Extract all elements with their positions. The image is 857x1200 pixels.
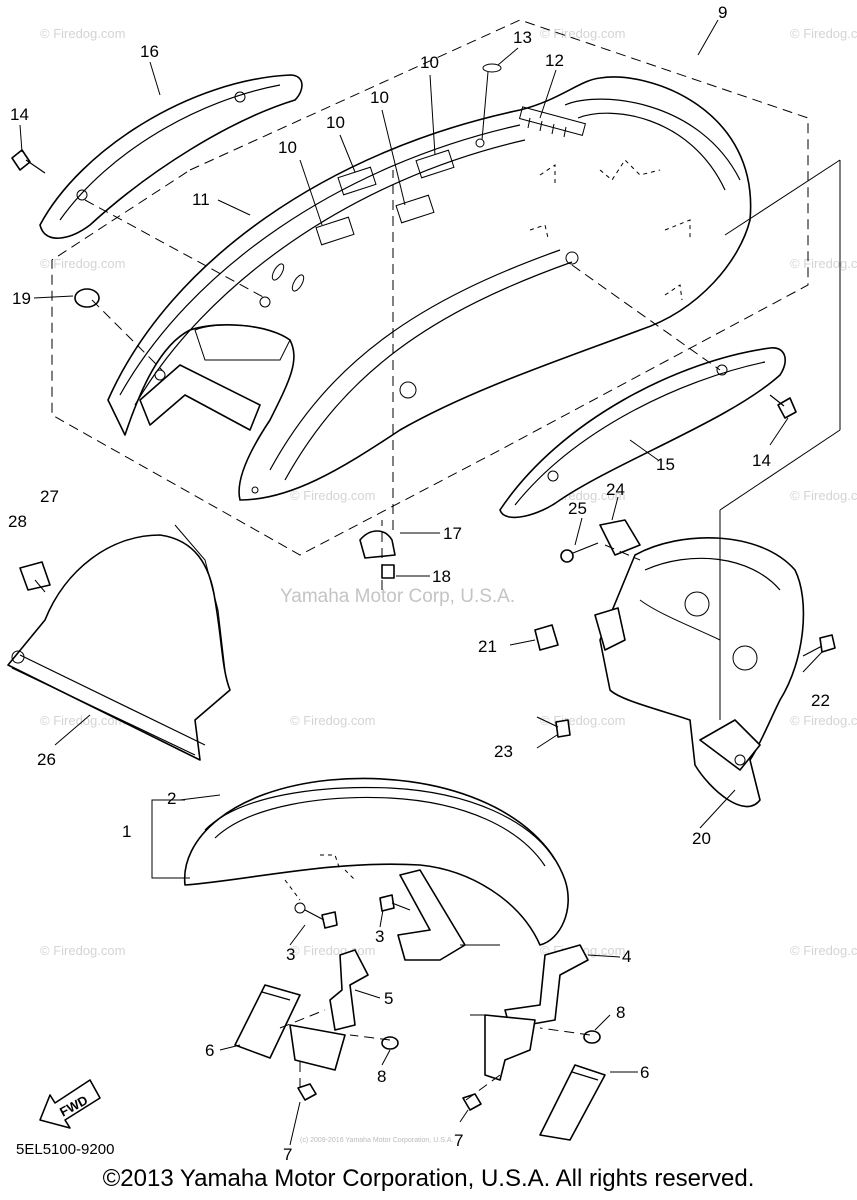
callout-16: 16 [140, 42, 159, 61]
watermark: © Firedog.com [290, 488, 375, 503]
callout-2: 2 [167, 789, 176, 808]
callout-6-left: 6 [205, 1041, 214, 1060]
callout-14-left: 14 [10, 105, 29, 124]
watermark: © Firedog.com [790, 256, 857, 271]
fender-stays [289, 869, 589, 1081]
callout-22: 22 [811, 691, 830, 710]
rear-side-rail-right [499, 347, 786, 519]
callout-9: 9 [718, 3, 727, 22]
callout-18: 18 [432, 567, 451, 586]
watermark: © Firedog.com [540, 713, 625, 728]
callout-10-c: 10 [326, 113, 345, 132]
callout-1: 1 [122, 822, 131, 841]
watermark: © Firedog.com [290, 943, 375, 958]
callout-10-a: 10 [420, 53, 439, 72]
callout-11: 11 [192, 190, 210, 209]
callout-5: 5 [384, 989, 393, 1008]
watermark: © Firedog.com [790, 943, 857, 958]
callout-14-right: 14 [752, 451, 771, 470]
rear-fender [107, 76, 752, 501]
callout-26: 26 [37, 750, 56, 769]
watermark: © Firedog.com [790, 713, 857, 728]
watermark: © Firedog.com [540, 26, 625, 41]
callout-23: 23 [494, 742, 513, 761]
reference-lines [84, 159, 841, 1101]
callout-15: 15 [656, 455, 675, 474]
callout-20: 20 [692, 829, 711, 848]
callout-10-d: 10 [278, 138, 297, 157]
callout-21: 21 [478, 637, 497, 656]
splash-guard [7, 524, 231, 761]
callout-8-right: 8 [616, 1003, 625, 1022]
fasteners [11, 63, 836, 1111]
callout-6-right: 6 [640, 1063, 649, 1082]
callout-12: 12 [545, 51, 564, 70]
fwd-arrow: FWD [39, 1079, 101, 1129]
reflectors [234, 984, 606, 1141]
watermark: © Firedog.com [790, 26, 857, 41]
callout-10-b: 10 [370, 88, 389, 107]
callout-28: 28 [8, 512, 27, 531]
callout-7-left: 7 [283, 1145, 292, 1164]
front-fender [183, 777, 569, 946]
watermark: © Firedog.com [40, 26, 125, 41]
watermark: © Firedog.com [790, 488, 857, 503]
diagram-code: 5EL5100-9200 [16, 1141, 115, 1158]
watermark: © Firedog.com [40, 256, 125, 271]
callout-3-right: 3 [375, 927, 384, 946]
callout-13: 13 [513, 28, 532, 47]
watermark-footer: (c) 2009-2016 Yamaha Motor Corporation, … [300, 1137, 453, 1144]
callout-24: 24 [606, 480, 625, 499]
watermark: © Firedog.com [290, 713, 375, 728]
callout-numbers: 9 13 12 16 14 10 10 10 10 11 19 15 14 27… [8, 3, 830, 1164]
watermark-center: Yamaha Motor Corp, U.S.A. [280, 586, 515, 607]
callout-7-right: 7 [454, 1131, 463, 1150]
copyright-notice: ©2013 Yamaha Motor Corporation, U.S.A. A… [102, 1165, 755, 1192]
callout-8-left: 8 [377, 1067, 386, 1086]
leader-lines [19, 19, 823, 1146]
callout-19: 19 [12, 289, 31, 308]
rear-side-rail-left [39, 74, 303, 239]
callout-25: 25 [568, 499, 587, 518]
callout-bracket [151, 794, 221, 879]
callout-17: 17 [443, 524, 462, 543]
watermark: © Firedog.com [40, 943, 125, 958]
callout-27: 27 [40, 487, 59, 506]
tail-light-unit [594, 537, 805, 808]
callout-4: 4 [622, 947, 631, 966]
callout-3-left: 3 [286, 945, 295, 964]
watermark: © Firedog.com [40, 713, 125, 728]
rear-fender-assembly-outline [51, 19, 809, 556]
